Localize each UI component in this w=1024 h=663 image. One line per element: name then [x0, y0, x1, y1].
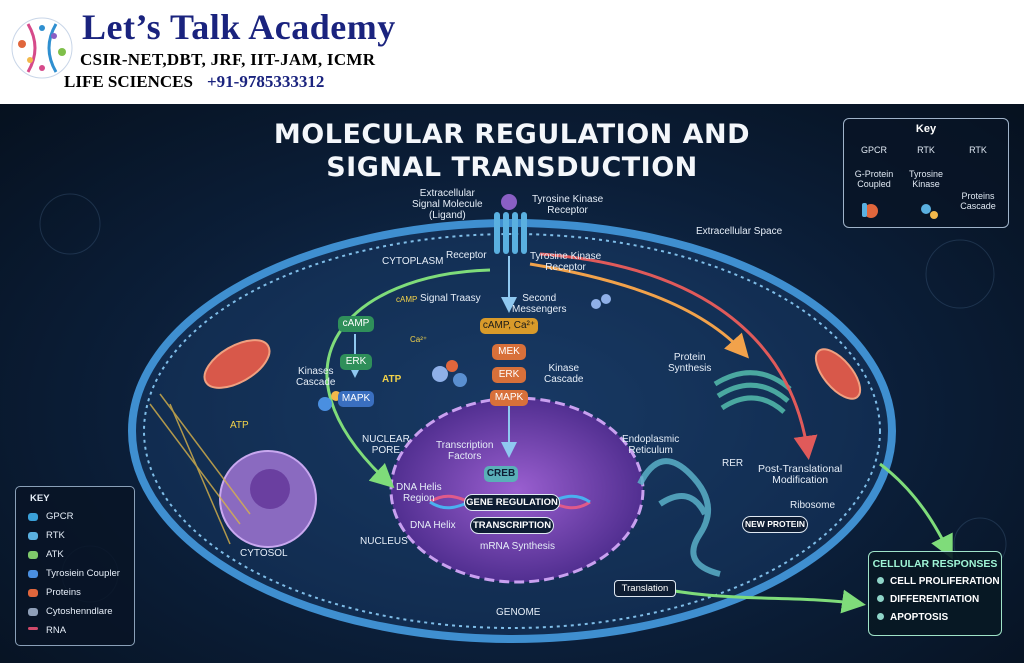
- node-camp-ca: cAMP, Ca²⁺: [480, 318, 538, 334]
- label-cytoplasm: CYTOPLASM: [382, 256, 444, 267]
- key-cytoskeleton-icon: [28, 608, 38, 616]
- label-receptor: Receptor: [446, 250, 487, 261]
- key-top-head-1: RTK: [917, 145, 935, 155]
- node-erk: ERK: [340, 354, 372, 370]
- key-tyrosine-coupler-icon: [28, 570, 38, 578]
- key-top-icons: [862, 203, 938, 219]
- mitochondrion-left: [203, 339, 271, 389]
- label-rer: RER: [722, 458, 744, 469]
- response-item-0: CELL PROLIFERATION: [877, 576, 1000, 587]
- translation-badge: Translation: [614, 580, 676, 597]
- label-genome: GENOME: [496, 607, 541, 618]
- new-protein-badge: NEW PROTEIN: [742, 516, 808, 533]
- key-top-head-0: GPCR: [860, 145, 887, 155]
- node-erk-2: ERK: [492, 367, 526, 383]
- poster-title: MOLECULAR REGULATION AND SIGNAL TRANSDUC…: [250, 118, 774, 184]
- key-left-item-5: Cytoshenndlare: [46, 606, 113, 617]
- cell-membrane-inner: [143, 233, 881, 629]
- red-arrow: [539, 252, 818, 460]
- response-item-2: APOPTOSIS: [877, 612, 948, 623]
- poster-title-line2: SIGNAL TRANSDUCTION: [326, 152, 698, 183]
- key-atk-icon: [28, 551, 38, 559]
- brand-header: Let’s Talk Academy CSIR-NET,DBT, JRF, II…: [0, 0, 1024, 104]
- transcription-badge: TRANSCRIPTION: [470, 517, 554, 534]
- receptor-shape: [494, 194, 527, 254]
- node-camp: cAMP: [338, 316, 374, 332]
- key-left-item-3: Tyrosiein Coupler: [46, 568, 120, 579]
- cell-illustration: [39, 193, 1007, 643]
- key-left-item-4: Proteins: [46, 587, 81, 598]
- protein-clusters: [318, 294, 611, 411]
- golgi-apparatus: [713, 370, 792, 414]
- label-nucleus: NUCLEUS: [360, 536, 408, 547]
- cellular-responses-box: CELLULAR RESPONSES CELL PROLIFERATION DI…: [868, 551, 1002, 636]
- signal-transduction-poster: MOLECULAR REGULATION AND SIGNAL TRANSDUC…: [0, 104, 1024, 663]
- cellular-responses-title: CELLULAR RESPONSES: [872, 558, 998, 570]
- cytoskeleton-fibers: [149, 393, 251, 545]
- gene-regulation-badge: GENE REGULATION: [464, 494, 560, 511]
- mitochondrion-right: [814, 348, 862, 400]
- brand-title: Let’s Talk Academy: [82, 7, 396, 47]
- key-left-item-1: RTK: [46, 530, 65, 541]
- green-arrow-right: [879, 462, 953, 560]
- label-dna-helix: DNA Helix: [410, 520, 456, 531]
- label-camp-small: cAMP: [396, 295, 418, 304]
- label-mrna-synthesis: mRNA Synthesis: [480, 541, 556, 552]
- node-mapk-2: MAPK: [490, 390, 528, 406]
- response-item-1: DIFFERENTIATION: [877, 594, 979, 605]
- brand-field: LIFE SCIENCES: [64, 72, 193, 91]
- green-arrow-left: [325, 268, 491, 489]
- key-left-item-2: ATK: [46, 549, 64, 560]
- key-top-title: Key: [915, 123, 937, 135]
- node-creb: CREB: [484, 466, 518, 482]
- key-rna-icon: [28, 627, 38, 630]
- poster-title-line1: MOLECULAR REGULATION AND: [273, 119, 751, 150]
- label-signal-transy: Signal Traasy: [420, 293, 481, 304]
- label-extracellular-space: Extracellular Space: [696, 226, 783, 237]
- label-atp-2: ATP: [230, 420, 249, 431]
- key-left-title: KEY: [30, 493, 50, 504]
- key-proteins-icon: [28, 589, 38, 597]
- key-left-item-0: GPCR: [46, 511, 74, 522]
- label-cytosol: CYTOSOL: [240, 548, 288, 559]
- endoplasmic-reticulum: [637, 458, 721, 577]
- key-gpcr-icon: [28, 513, 38, 521]
- label-atp: ATP: [382, 374, 402, 385]
- key-left: KEY GPCR RTK ATK Tyrosiein Coupler Prote…: [15, 486, 135, 646]
- orange-arrow: [529, 262, 750, 359]
- node-mapk: MAPK: [338, 391, 374, 407]
- label-ca2: Ca²⁺: [410, 335, 428, 344]
- label-ribosome: Ribosome: [790, 500, 836, 511]
- key-left-item-6: RNA: [46, 625, 67, 636]
- node-mek: MEK: [492, 344, 526, 360]
- key-rtk-icon: [28, 532, 38, 540]
- brand-contact-line: LIFE SCIENCES +91-9785333312: [64, 72, 324, 92]
- key-top-head-2: RTK: [969, 145, 987, 155]
- academy-logo: [11, 17, 73, 79]
- brand-phone: +91-9785333312: [206, 72, 325, 91]
- brand-exams: CSIR-NET,DBT, JRF, IIT-JAM, ICMR: [80, 50, 376, 69]
